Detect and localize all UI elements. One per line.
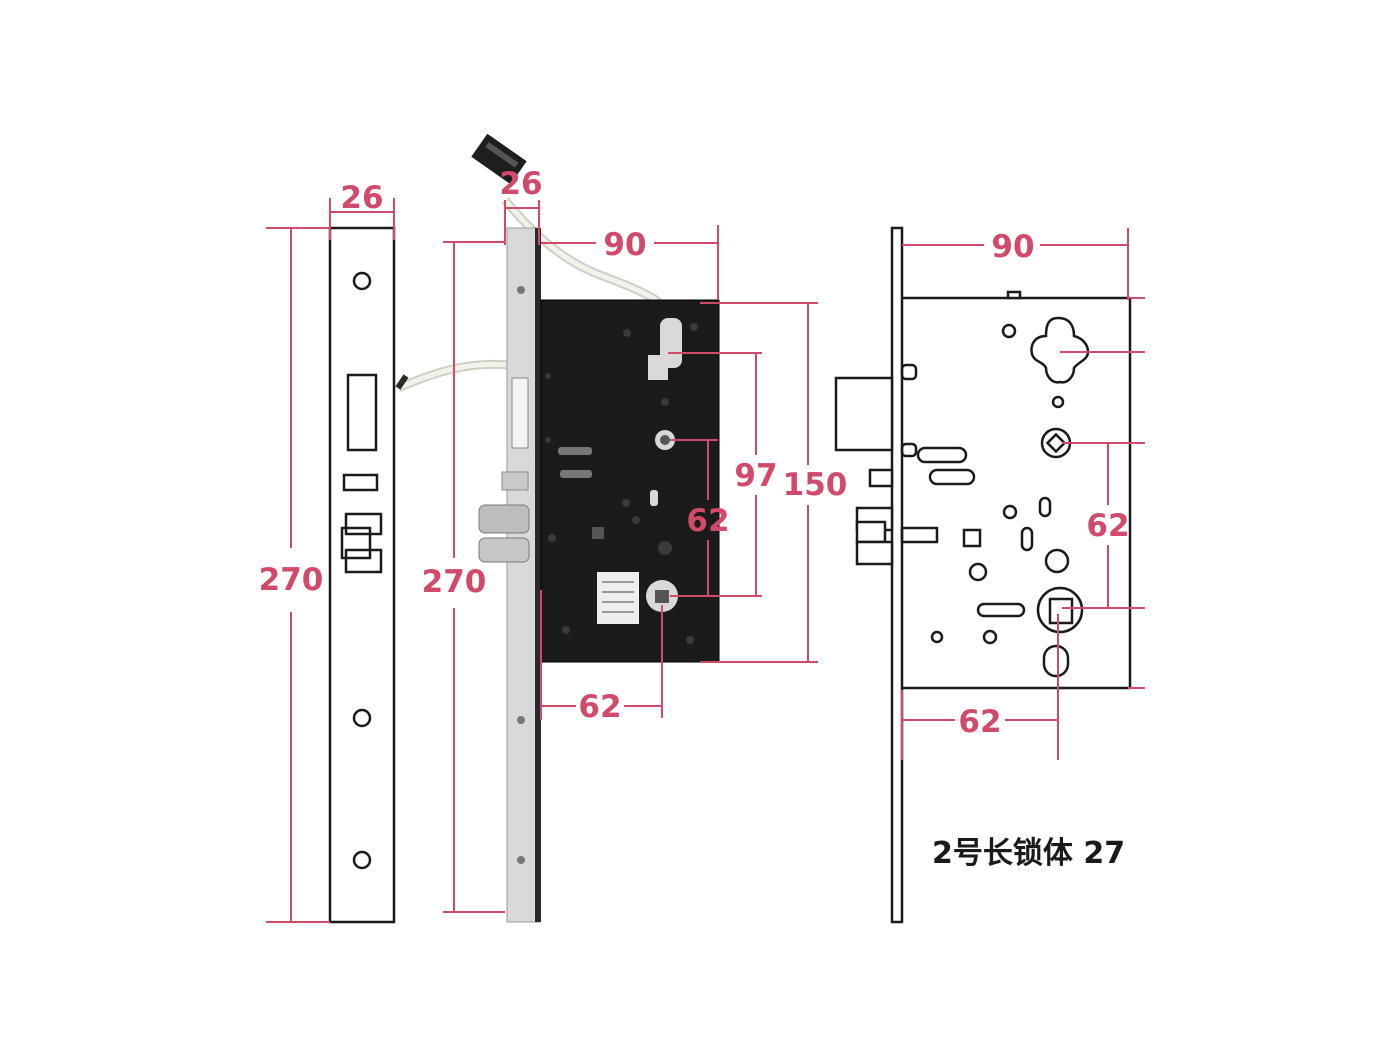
schematic-backset-label: 62 bbox=[958, 704, 1001, 740]
side-height-label: 270 bbox=[422, 564, 487, 600]
faceplate-front-view bbox=[328, 226, 396, 924]
handle-to-cylinder-label: 62 bbox=[686, 503, 729, 539]
schematic-spindle-to-cylinder-label: 62 bbox=[1086, 508, 1129, 544]
faceplate-width-label: 26 bbox=[340, 180, 383, 216]
schematic-dimensions: 90 62 62 bbox=[901, 228, 1145, 760]
model-caption: 2号长锁体 27 bbox=[932, 836, 1125, 871]
spindle-to-cylinder-label: 97 bbox=[734, 458, 777, 494]
backset-label: 62 bbox=[578, 689, 621, 725]
faceplate-dimensions: 26 270 bbox=[259, 180, 395, 923]
photo-dimensions: 26 270 90 62 62 97 150 bbox=[422, 166, 848, 913]
case-width-label: 90 bbox=[603, 227, 646, 263]
side-width-label: 26 bbox=[499, 166, 542, 202]
faceplate-height-label: 270 bbox=[259, 562, 324, 598]
case-height-label: 150 bbox=[783, 467, 848, 503]
connector-plug bbox=[471, 133, 527, 185]
lock-schematic bbox=[834, 226, 1132, 924]
schematic-width-label: 90 bbox=[991, 229, 1034, 265]
lock-body-photo bbox=[395, 133, 720, 923]
